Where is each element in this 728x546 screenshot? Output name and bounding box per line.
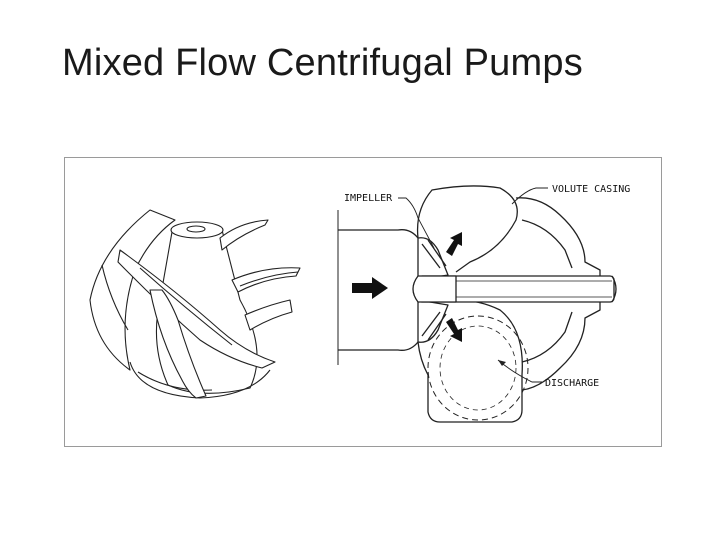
impeller-blade-6 — [244, 299, 293, 331]
impeller-hub-cone — [412, 275, 457, 303]
impeller-label: IMPELLER — [344, 193, 393, 204]
volute-casing-label: VOLUTE CASING — [552, 184, 630, 195]
lower-flow-arrow — [446, 318, 462, 342]
impeller-blade-5 — [231, 267, 301, 293]
upper-flow-arrow — [446, 232, 462, 256]
volute-leader — [511, 187, 548, 205]
impeller-leader — [398, 197, 435, 249]
pump-cross-section — [337, 185, 617, 423]
impeller-blade-3 — [149, 289, 207, 399]
volute-upper — [416, 185, 518, 273]
hub-bore — [186, 225, 206, 233]
impeller-blade-1 — [89, 209, 176, 371]
impeller-shroud — [129, 361, 271, 399]
volute-scroll-dashed — [427, 315, 529, 421]
slide-title: Mixed Flow Centrifugal Pumps — [62, 42, 583, 84]
suction-pipe-top — [338, 229, 419, 239]
leader-lines — [398, 187, 548, 383]
impeller-blade-4 — [219, 219, 269, 251]
hub-top — [170, 221, 224, 239]
impeller-illustration — [89, 209, 301, 399]
suction-pipe-bottom — [338, 341, 419, 351]
inlet-arrow — [352, 277, 388, 299]
discharge-label: DISCHARGE — [545, 378, 599, 389]
flow-arrows — [352, 232, 462, 342]
